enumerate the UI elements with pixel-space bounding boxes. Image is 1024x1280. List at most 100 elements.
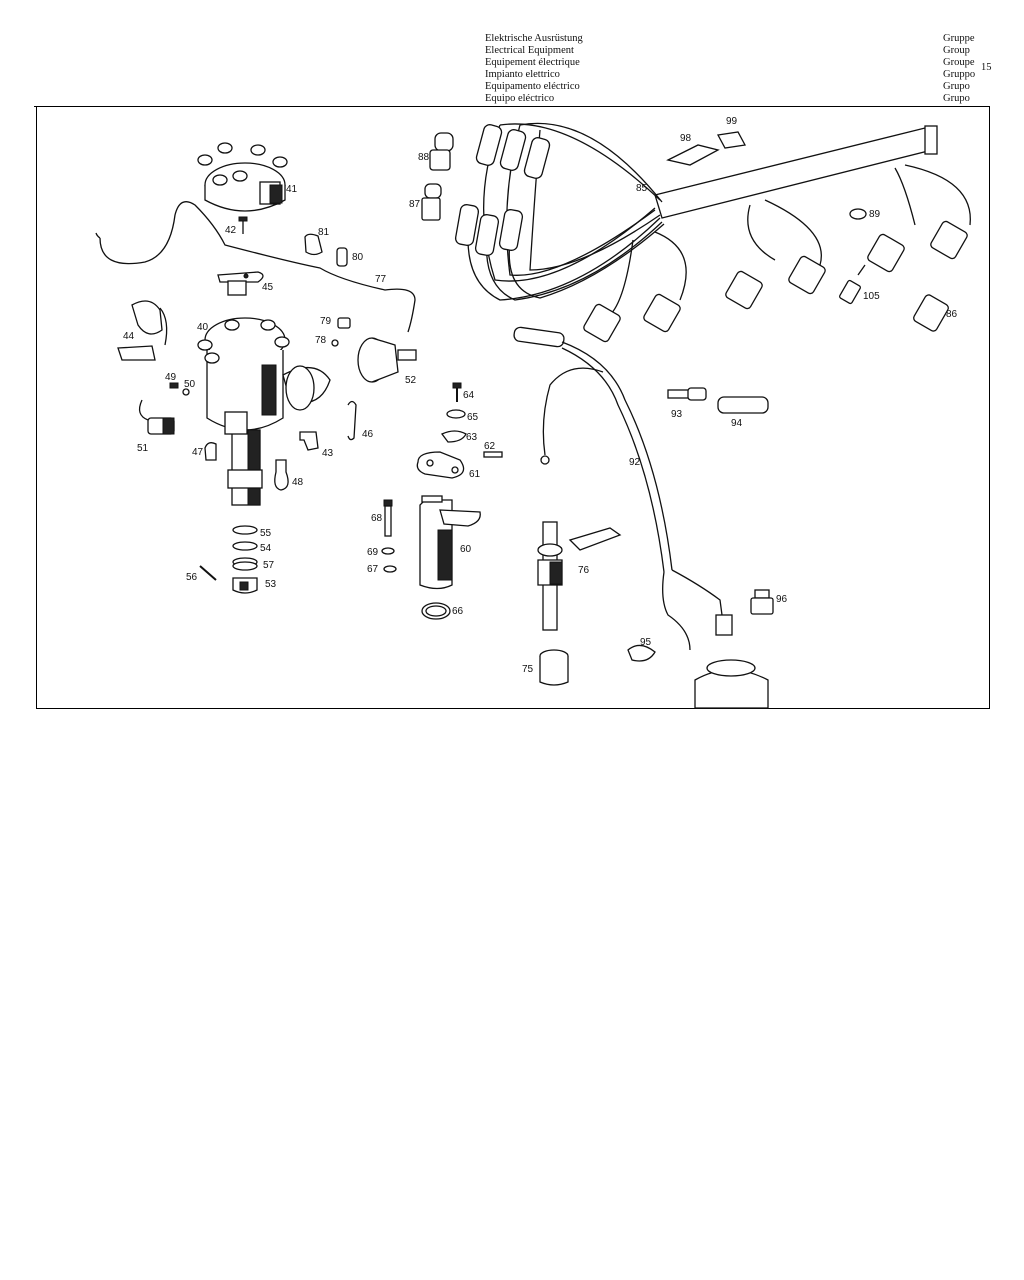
connector-96	[750, 589, 774, 615]
callout-94: 94	[731, 418, 743, 429]
callout-68: 68	[371, 513, 383, 524]
plate-63	[440, 430, 467, 443]
callout-93: 93	[671, 409, 683, 420]
callout-75: 75	[522, 664, 534, 675]
spring-48	[274, 459, 289, 491]
connector-87	[421, 183, 442, 221]
callout-85: 85	[636, 183, 648, 194]
diagram-frame	[36, 106, 990, 709]
bracket-44	[117, 300, 168, 361]
condenser-51	[138, 399, 175, 435]
callout-labels: 41 42 81 80 77 45 79 78 40 44 49 50 51 4…	[123, 116, 958, 675]
connector-86	[913, 294, 949, 332]
vacuum-unit-52	[357, 337, 417, 383]
header-title-it: Impianto elettrico	[485, 68, 560, 80]
grommet-89	[849, 208, 867, 220]
callout-64: 64	[463, 390, 475, 401]
distributor-cap-41	[197, 142, 288, 212]
pin-62	[483, 451, 503, 458]
gear-53	[232, 577, 258, 594]
clip-80	[336, 247, 348, 267]
parts-79-78	[331, 317, 351, 347]
washers-69-67	[381, 547, 397, 573]
flange-61	[416, 451, 465, 479]
group-label-en: Group	[943, 44, 970, 56]
callout-48: 48	[292, 477, 304, 488]
group-label-de: Gruppe	[943, 33, 975, 44]
callout-92: 92	[629, 457, 641, 468]
header-group-labels: Gruppe Group Groupe Gruppo Grupo Grupo	[943, 33, 975, 104]
rotor-45	[217, 271, 264, 296]
callout-49: 49	[165, 372, 177, 383]
elbow-43	[299, 431, 319, 451]
shaft-76	[537, 521, 622, 631]
callout-65: 65	[467, 412, 479, 423]
callout-54: 54	[260, 543, 272, 554]
screw-64	[452, 382, 462, 402]
callout-44: 44	[123, 331, 135, 342]
connector-88	[429, 132, 454, 171]
callout-47: 47	[192, 447, 204, 458]
header-title-en: Electrical Equipment	[485, 44, 574, 56]
callout-81: 81	[318, 227, 330, 238]
callout-80: 80	[352, 252, 364, 263]
callout-79: 79	[320, 316, 332, 327]
header-title-pt: Equipamento eléctrico	[485, 80, 580, 92]
header-title-es: Equipo eléctrico	[485, 92, 555, 104]
housing-60	[419, 495, 481, 590]
callout-53: 53	[265, 579, 277, 590]
group-label-es: Grupo	[943, 92, 970, 104]
callout-46: 46	[362, 429, 374, 440]
screws-49-50	[169, 382, 190, 396]
callout-43: 43	[322, 448, 334, 459]
callout-57: 57	[263, 560, 275, 571]
callout-50: 50	[184, 379, 196, 390]
connector-93	[667, 387, 707, 401]
group-label-fr: Groupe	[943, 56, 975, 68]
clip-47	[204, 442, 217, 461]
screw-42	[238, 216, 248, 234]
pin-56	[199, 565, 217, 581]
header-title-fr: Equipement électrique	[485, 56, 580, 68]
coil-wire-92	[513, 326, 733, 651]
callout-42: 42	[225, 225, 237, 236]
callout-55: 55	[260, 528, 272, 539]
harness-85	[454, 122, 971, 343]
callout-62: 62	[484, 441, 496, 452]
callout-60: 60	[460, 544, 472, 555]
header-rule	[34, 106, 990, 107]
group-number: 15	[981, 62, 992, 73]
callout-61: 61	[469, 469, 481, 480]
callout-78: 78	[315, 335, 327, 346]
bolt-68	[383, 499, 393, 537]
callout-66: 66	[452, 606, 464, 617]
callout-52: 52	[405, 375, 417, 386]
callout-88: 88	[418, 152, 430, 163]
group-label-pt: Grupo	[943, 80, 970, 92]
callout-96: 96	[776, 594, 788, 605]
callout-89: 89	[869, 209, 881, 220]
group-label-it: Gruppo	[943, 68, 976, 80]
clip-99	[716, 131, 747, 149]
callout-51: 51	[137, 443, 149, 454]
callout-86: 86	[946, 309, 958, 320]
callout-95: 95	[640, 637, 652, 648]
clip-81	[304, 233, 323, 256]
bushing-75	[539, 649, 569, 686]
callout-69: 69	[367, 547, 379, 558]
seal-66	[421, 602, 451, 620]
washer-65	[446, 409, 466, 419]
bracket-98	[666, 144, 720, 166]
callout-45: 45	[262, 282, 274, 293]
callout-76: 76	[578, 565, 590, 576]
callout-63: 63	[466, 432, 478, 443]
spark-plug-105	[839, 264, 866, 305]
callout-41: 41	[286, 184, 298, 195]
ignition-coil	[694, 659, 769, 709]
cap-95	[627, 644, 656, 662]
callout-98: 98	[680, 133, 692, 144]
callout-87: 87	[409, 199, 421, 210]
callout-67: 67	[367, 564, 379, 575]
washers-55-54-57	[232, 525, 258, 571]
